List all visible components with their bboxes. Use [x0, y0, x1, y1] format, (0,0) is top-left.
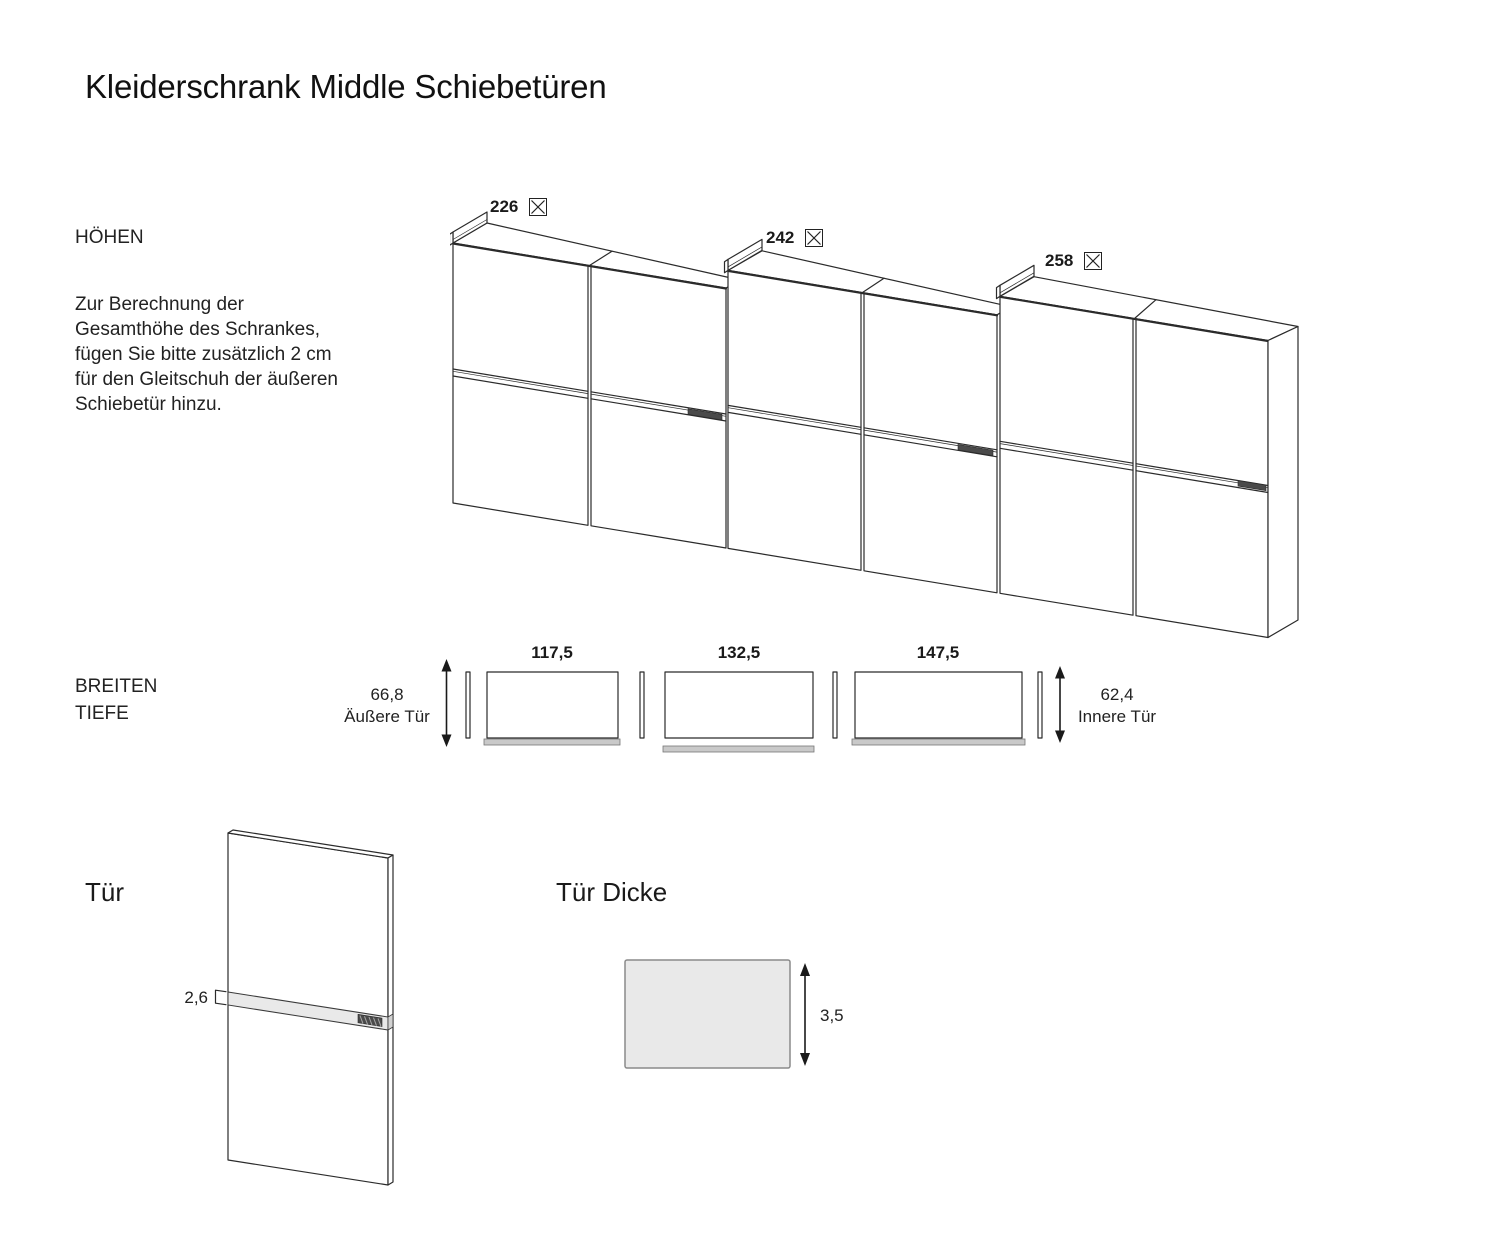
module-top-view	[486, 671, 619, 739]
size-checkbox-icon[interactable]	[805, 229, 824, 247]
wardrobe-unit-258	[995, 264, 1299, 639]
size-checkbox-icon[interactable]	[1084, 252, 1103, 270]
wardrobe-drawing	[450, 211, 1299, 639]
divider-strip	[452, 368, 727, 422]
handle-groove	[957, 444, 994, 457]
heading-tiefe: TIEFE	[75, 703, 129, 724]
door-panel	[590, 265, 727, 549]
section-heading-breiten-tiefe: BREITEN TIEFE	[75, 673, 157, 727]
height-value: 226	[490, 197, 519, 216]
width-value-2: 132,5	[717, 643, 761, 662]
handle-groove	[1237, 480, 1267, 492]
section-heading-hoehen: HÖHEN	[75, 227, 144, 248]
note-line: fügen Sie bitte zusätzlich 2 cm	[75, 344, 332, 365]
door-top-view-strip	[639, 671, 645, 739]
note-line: Schiebetür hinzu.	[75, 394, 222, 415]
module-top-view	[664, 671, 814, 739]
section-heading-tuer: Tür	[85, 877, 124, 907]
inner-depth-value: 62,4	[1100, 685, 1134, 704]
height-label-258: 258	[1045, 251, 1103, 271]
door-cross-section	[624, 959, 791, 1069]
door-panel	[863, 292, 998, 594]
divider-strip	[999, 440, 1269, 494]
door-panel	[1135, 318, 1269, 639]
wardrobe-unit-226	[450, 211, 741, 549]
door-top-view-strip	[832, 671, 838, 739]
outer-door-depth-label: 66,8 Äußere Tür	[317, 684, 457, 728]
heading-breiten: BREITEN	[75, 676, 158, 697]
glide-rail-top-view	[662, 745, 815, 753]
width-value-1: 117,5	[531, 643, 573, 662]
page-title: Kleiderschrank Middle Schiebetüren	[85, 68, 607, 105]
door-detail-drawing	[214, 829, 394, 1186]
side-panel	[1267, 325, 1299, 639]
inner-door-depth-label: 62,4 Innere Tür	[1047, 684, 1187, 728]
door-panel	[452, 242, 589, 526]
door-top-view-strip	[465, 671, 471, 739]
inner-depth-caption: Innere Tür	[1077, 707, 1157, 726]
outer-depth-value: 66,8	[370, 685, 404, 704]
door-panel	[999, 295, 1134, 616]
door-thickness-drawing	[624, 959, 810, 1069]
note-line: Gesamthöhe des Schrankes,	[75, 319, 321, 340]
strip-thickness-value: 2,6	[184, 988, 208, 1007]
height-value: 242	[766, 228, 795, 247]
door-divider-strip-side	[387, 1013, 394, 1031]
glide-rail-top-view	[851, 738, 1026, 746]
widths-diagram	[441, 659, 1065, 753]
door-thickness-value: 3,5	[820, 1006, 844, 1025]
thickness-arrow	[800, 963, 810, 1066]
door-top-view-strip	[1037, 671, 1043, 739]
door-panel	[727, 269, 862, 571]
strip-dimension-bracket	[214, 989, 227, 1006]
outer-depth-arrow	[441, 659, 452, 747]
hoehen-note: Zur Berechnung der Gesamthöhe des Schran…	[75, 292, 375, 417]
glide-rail-top-view	[483, 738, 621, 746]
size-checkbox-icon[interactable]	[529, 198, 548, 216]
inner-depth-arrow	[1055, 666, 1065, 743]
divider-strip	[727, 404, 998, 458]
note-line: für den Gleitschuh der äußeren	[75, 369, 338, 390]
note-line: Zur Berechnung der	[75, 294, 244, 315]
outer-depth-caption: Äußere Tür	[344, 707, 430, 726]
height-value: 258	[1045, 251, 1074, 270]
height-label-242: 242	[766, 228, 824, 248]
section-heading-tuer-dicke: Tür Dicke	[556, 877, 668, 907]
height-label-226: 226	[490, 197, 548, 217]
width-value-3: 147,5	[916, 643, 960, 662]
wardrobe-unit-242	[723, 238, 1012, 594]
handle-groove	[687, 408, 723, 421]
module-top-view	[854, 671, 1023, 739]
